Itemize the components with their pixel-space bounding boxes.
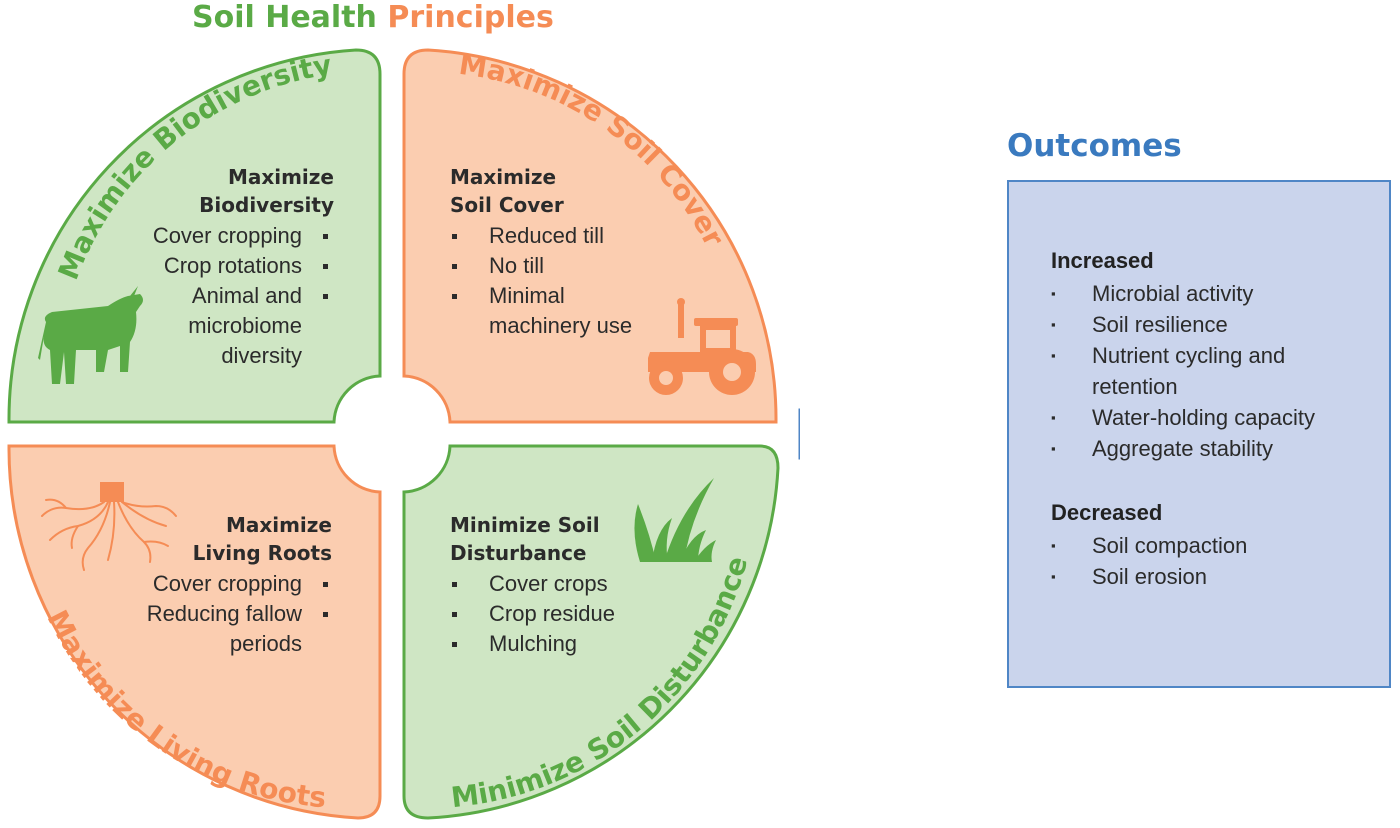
- living-roots-item-1: Cover cropping: [153, 571, 302, 596]
- quadrant-biodiversity: Maximize Biodiversity Maximize Biodivers…: [7, 48, 382, 424]
- tractor-icon: [648, 298, 756, 395]
- heading-living-roots-line2: Living Roots: [193, 541, 332, 565]
- title-part-1: Soil Health: [192, 0, 377, 35]
- living-roots-item-2: Reducing fallow: [147, 601, 302, 626]
- increased-heading: Increased: [1051, 248, 1154, 273]
- soil-cover-item-3-cont: machinery use: [489, 313, 632, 338]
- quadrant-living-roots: Maximize Living Roots Maximize Living Ro…: [7, 444, 382, 820]
- list-item: Soil compaction: [1051, 530, 1247, 561]
- soil-cover-item-2: No till: [489, 253, 544, 278]
- heading-living-roots-line1: Maximize: [226, 513, 332, 537]
- soil-cover-bullets: [452, 234, 457, 299]
- quadrant-living-roots-shape: [7, 444, 382, 820]
- heading-soil-disturbance-line2: Disturbance: [450, 541, 587, 565]
- biodiversity-item-3: Animal and: [192, 283, 302, 308]
- soil-disturbance-item-1: Cover crops: [489, 571, 608, 596]
- list-item: Nutrient cycling and retention: [1051, 340, 1332, 402]
- living-roots-item-2-cont: periods: [230, 631, 302, 656]
- list-item: Water-holding capacity: [1051, 402, 1332, 433]
- diagram-title: Soil Health Principles: [192, 0, 554, 35]
- list-item: Soil erosion: [1051, 561, 1247, 592]
- outcomes-title: Outcomes: [1007, 128, 1182, 164]
- list-item: Aggregate stability: [1051, 433, 1332, 464]
- soil-cover-item-1: Reduced till: [489, 223, 604, 248]
- list-item: Microbial activity: [1051, 278, 1332, 309]
- decreased-list: Soil compaction Soil erosion: [1051, 530, 1247, 592]
- outcomes-box: Increased Microbial activity Soil resili…: [1007, 180, 1391, 688]
- heading-soil-cover-line1: Maximize: [450, 165, 556, 189]
- roots-icon: [41, 482, 177, 571]
- soil-disturbance-bullets: [452, 582, 457, 647]
- living-roots-bullets: [323, 582, 328, 617]
- principles-wheel: Maximize Biodiversity Maximize Biodivers…: [7, 48, 800, 820]
- grass-icon: [634, 478, 716, 562]
- decreased-heading: Decreased: [1051, 500, 1163, 525]
- soil-disturbance-item-2: Crop residue: [489, 601, 615, 626]
- quadrant-soil-disturbance: Minimize Soil Disturbance Minimize Soil …: [402, 444, 780, 820]
- title-part-2: Principles: [387, 0, 554, 35]
- heading-biodiversity-line2: Biodiversity: [199, 193, 334, 217]
- soil-disturbance-item-3: Mulching: [489, 631, 577, 656]
- biodiversity-item-2: Crop rotations: [164, 253, 302, 278]
- heading-soil-disturbance-line1: Minimize Soil: [450, 513, 600, 537]
- increased-list: Microbial activity Soil resilience Nutri…: [1051, 278, 1332, 464]
- heading-biodiversity-line1: Maximize: [228, 165, 334, 189]
- soil-cover-item-3: Minimal: [489, 283, 565, 308]
- biodiversity-item-1: Cover cropping: [153, 223, 302, 248]
- biodiversity-item-3-cont2: diversity: [221, 343, 302, 368]
- cow-icon: [38, 286, 143, 384]
- list-item: Soil resilience: [1051, 309, 1332, 340]
- biodiversity-bullets: [323, 234, 328, 299]
- quadrant-soil-cover: Maximize Soil Cover Maximize Soil Cover …: [402, 48, 778, 424]
- heading-soil-cover-line2: Soil Cover: [450, 193, 564, 217]
- biodiversity-item-3-cont: microbiome: [188, 313, 302, 338]
